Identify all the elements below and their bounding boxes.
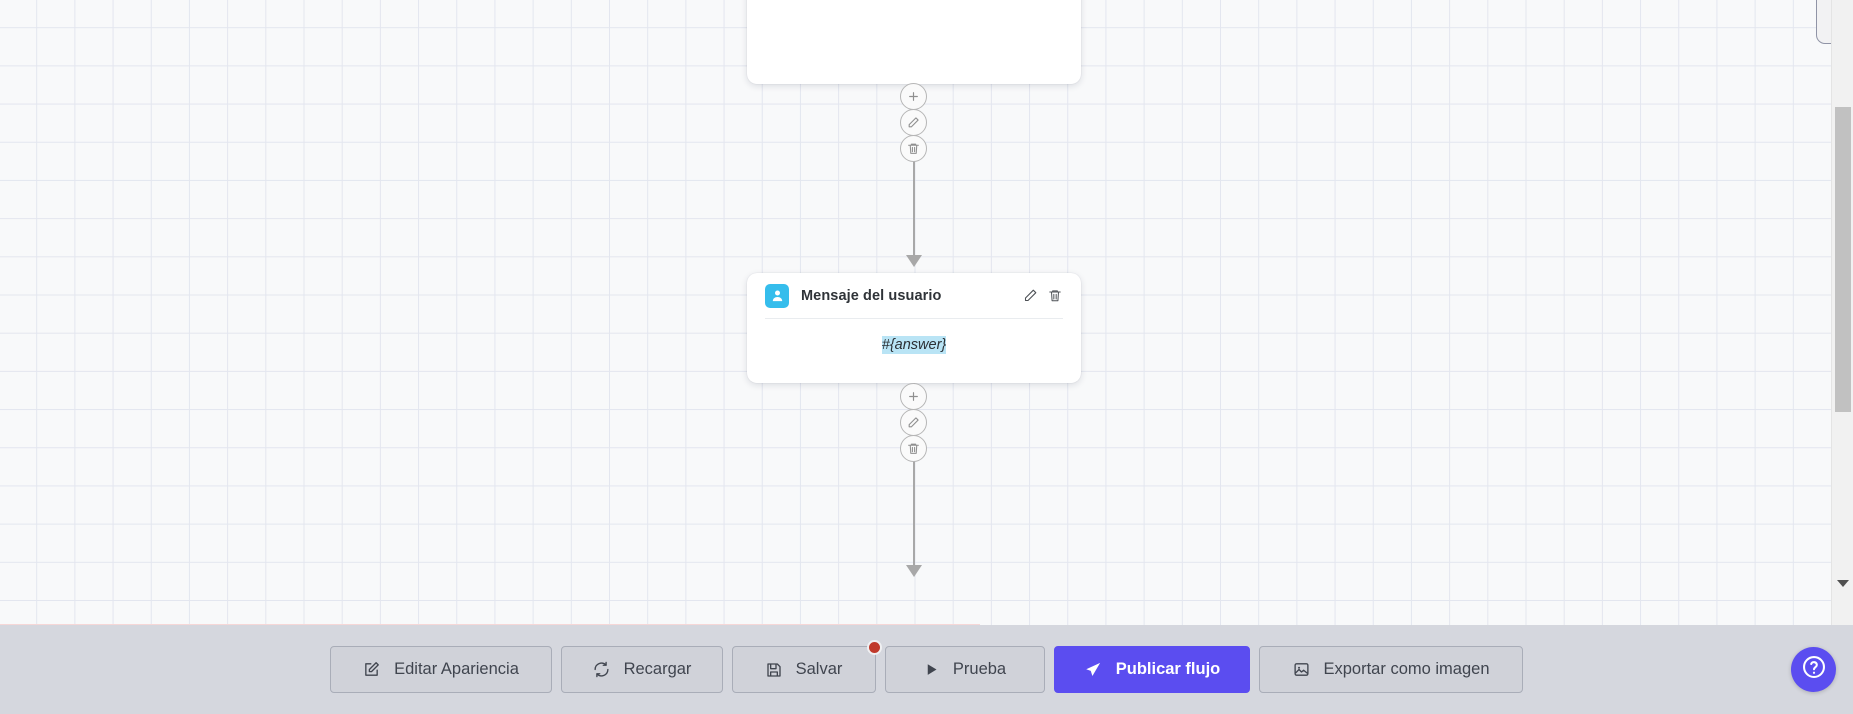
play-icon: [924, 662, 939, 677]
button-label: Exportar como imagen: [1323, 660, 1490, 678]
add-node-button[interactable]: [900, 83, 927, 110]
flow-canvas[interactable]: Mensaje del Sistema Olá: [0, 0, 1831, 625]
edit-appearance-button[interactable]: Editar Apariencia: [330, 646, 552, 693]
node-user-message[interactable]: Mensaje del usuario #{answer}: [747, 273, 1081, 383]
delete-connector-button[interactable]: [900, 135, 927, 162]
edit-square-icon: [363, 661, 380, 678]
edit-connector-button[interactable]: [900, 409, 927, 436]
test-button[interactable]: Prueba: [885, 646, 1045, 693]
status-badge: [867, 640, 882, 655]
scrollbar-thumb[interactable]: [1835, 107, 1851, 412]
user-icon: [765, 283, 789, 308]
export-as-image-button[interactable]: Exportar como imagen: [1259, 646, 1523, 693]
connector-line-2: [913, 383, 915, 575]
refresh-icon: [593, 661, 610, 678]
bottom-toolbar: Editar Apariencia Recargar Salvar: [0, 625, 1853, 714]
connector-arrow-2: [906, 565, 922, 577]
variable-token: #{answer}: [881, 336, 947, 354]
node-actions: [1023, 288, 1063, 304]
node-body: #{answer}: [765, 319, 1063, 356]
delete-connector-button[interactable]: [900, 435, 927, 462]
publish-flow-button[interactable]: Publicar flujo: [1054, 646, 1250, 693]
save-button[interactable]: Salvar: [732, 640, 882, 693]
button-label: Editar Apariencia: [394, 660, 519, 678]
button-label: Publicar flujo: [1115, 660, 1221, 678]
chevron-down-icon[interactable]: [1837, 580, 1849, 587]
pencil-icon[interactable]: [1023, 288, 1038, 304]
connector-line-1: [913, 84, 915, 265]
question-circle-icon: [1801, 654, 1827, 685]
node-title: Mensaje del usuario: [801, 287, 942, 304]
button-label: Recargar: [623, 660, 692, 678]
image-icon: [1293, 661, 1310, 678]
trash-icon[interactable]: [1048, 288, 1063, 304]
reload-button[interactable]: Recargar: [561, 646, 723, 693]
help-button[interactable]: [1791, 647, 1836, 692]
button-label: Salvar: [795, 660, 843, 678]
offscreen-panel-outline: [1816, 0, 1831, 44]
canvas-edge-line: [0, 624, 980, 625]
add-node-button[interactable]: [900, 383, 927, 410]
button-label: Prueba: [952, 660, 1007, 678]
edit-connector-button[interactable]: [900, 109, 927, 136]
node-header: Mensaje del usuario: [765, 273, 1063, 319]
connector-controls-1: [900, 83, 927, 162]
rocket-icon: [1084, 661, 1102, 679]
vertical-scrollbar[interactable]: [1831, 0, 1853, 625]
save-icon: [766, 662, 782, 678]
connector-controls-2: [900, 383, 927, 462]
connector-arrow-1: [906, 255, 922, 267]
node-system-message[interactable]: Mensaje del Sistema Olá: [747, 0, 1081, 84]
